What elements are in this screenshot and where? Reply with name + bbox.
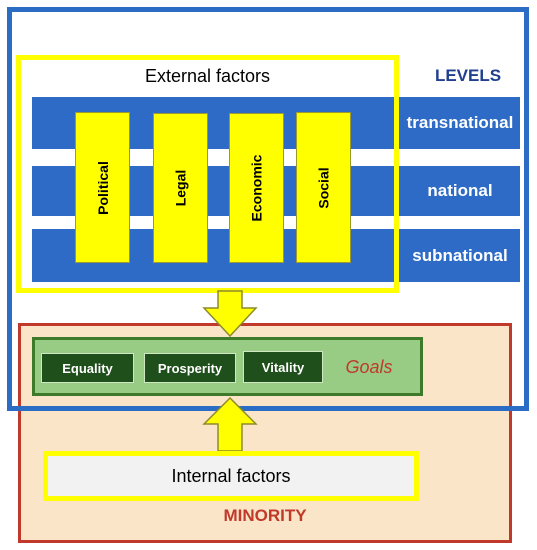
external-factors-title: External factors: [144, 66, 271, 86]
levels-title: LEVELS: [434, 66, 502, 85]
goal-equality: Equality: [41, 353, 134, 383]
goals-label: Goals: [345, 357, 393, 377]
levels-frame: [7, 7, 529, 411]
arrow-up-icon: [202, 396, 258, 452]
factor-economic: Economic: [229, 113, 284, 263]
external-factors-frame: [16, 55, 399, 293]
minority-label: MINORITY: [223, 506, 307, 525]
internal-factors-box: Internal factors: [43, 451, 419, 501]
arrow-down-icon: [202, 290, 258, 338]
factor-political: Political: [75, 112, 130, 263]
internal-factors-label: Internal factors: [171, 465, 291, 486]
level-label-transnational: transnational: [406, 113, 514, 132]
factor-social: Social: [296, 112, 351, 263]
level-label-subnational: subnational: [412, 245, 508, 265]
factor-legal: Legal: [153, 113, 208, 263]
goal-vitality: Vitality: [243, 351, 323, 383]
level-label-national: national: [427, 181, 493, 200]
goal-prosperity: Prosperity: [144, 353, 236, 383]
